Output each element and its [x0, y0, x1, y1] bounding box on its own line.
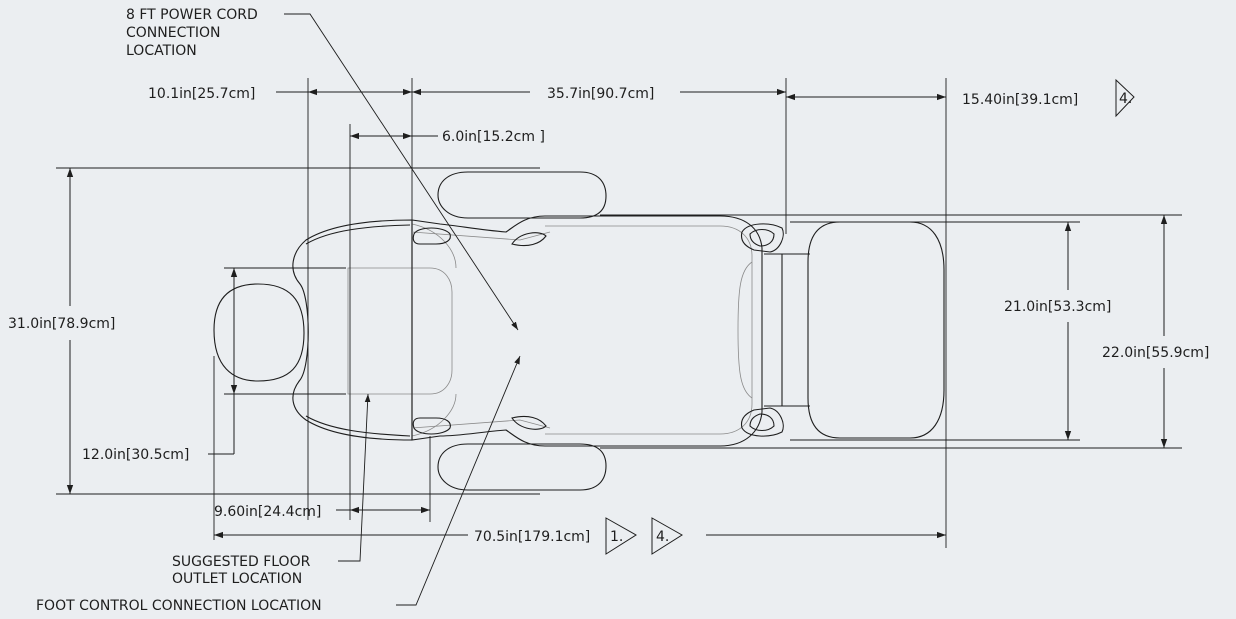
seat — [411, 215, 763, 447]
chair-top-view — [213, 171, 945, 491]
pivot-bottom-right — [740, 407, 784, 437]
dimension-texts: 10.1in[25.7cm] 35.7in[90.7cm] 15.40in[39… — [8, 86, 1209, 545]
dim-70-5: 70.5in[179.1cm] — [474, 529, 590, 545]
dim-21-0: 21.0in[53.3cm] — [1004, 299, 1111, 315]
dimension-lines — [66, 88, 1168, 539]
note-flag-1-label: 1. — [610, 529, 623, 545]
note-flag-4-top-label: 4. — [1119, 91, 1132, 107]
note-flag-4-bottom — [651, 517, 683, 555]
armrest-top — [437, 171, 607, 219]
backrest-inner-curve-bottom — [411, 393, 457, 437]
backrest-inner — [347, 267, 453, 395]
pivot-top-right-inner — [749, 228, 775, 247]
pivot-top-seat — [511, 232, 547, 247]
leader-power-cord — [284, 13, 519, 331]
seat-side-bottom — [411, 419, 551, 429]
note-flags — [605, 78, 1135, 555]
dim-9-60: 9.60in[24.4cm] — [214, 504, 321, 520]
backrest-edge — [305, 224, 411, 245]
dim-31-0: 31.0in[78.9cm] — [8, 316, 115, 332]
note-flag-1 — [605, 517, 637, 555]
floor-outlet-label-line2: OUTLET LOCATION — [172, 571, 302, 587]
armrest-bottom — [437, 443, 607, 491]
note-flag-4-top — [1115, 78, 1135, 118]
power-cord-label-line1: 8 FT POWER CORD — [126, 7, 258, 23]
pivot-top-right — [740, 223, 784, 253]
dim-35-7: 35.7in[90.7cm] — [547, 86, 654, 102]
backrest-inner-curve-top — [411, 223, 457, 269]
backrest — [292, 219, 413, 441]
seat-inner — [545, 225, 753, 435]
callout-labels: 8 FT POWER CORD CONNECTION LOCATION SUGG… — [36, 7, 322, 614]
leader-lines — [284, 13, 521, 606]
extension-lines — [56, 78, 1182, 548]
dim-22-0: 22.0in[55.9cm] — [1102, 345, 1209, 361]
leader-floor-outlet — [338, 393, 371, 562]
headrest — [213, 283, 305, 382]
pivot-bottom-left — [412, 417, 451, 435]
power-cord-label-line2: CONNECTION — [126, 25, 221, 41]
dim-6-0: 6.0in[15.2cm ] — [442, 129, 545, 145]
pivot-bottom-seat — [511, 415, 547, 430]
dim-10-1: 10.1in[25.7cm] — [148, 86, 255, 102]
leg-rest — [807, 221, 945, 439]
backrest-edge-bottom — [305, 415, 411, 437]
pivot-bottom-right-inner — [749, 413, 775, 432]
power-cord-label-line3: LOCATION — [126, 43, 197, 59]
pivot-top-left — [412, 227, 451, 245]
floor-outlet-label-line1: SUGGESTED FLOOR — [172, 554, 311, 570]
note-flag-4-bottom-label: 4. — [656, 529, 669, 545]
seat-side-right — [737, 261, 753, 399]
leader-foot-control — [396, 355, 521, 606]
dim-12-0: 12.0in[30.5cm] — [82, 447, 189, 463]
leg-connector — [764, 253, 810, 407]
seat-side-top — [411, 231, 551, 241]
foot-control-label: FOOT CONTROL CONNECTION LOCATION — [36, 598, 322, 614]
dim-15-40: 15.40in[39.1cm] — [962, 92, 1078, 108]
